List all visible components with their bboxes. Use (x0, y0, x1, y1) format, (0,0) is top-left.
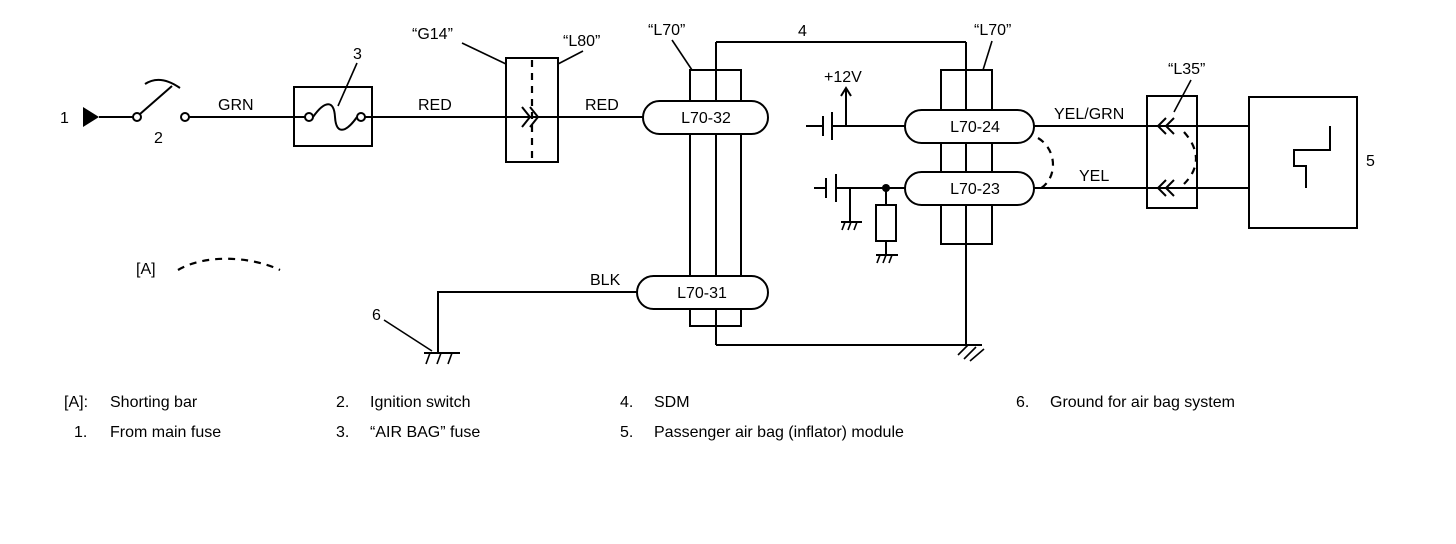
legend-key-6: 6. (1016, 394, 1029, 411)
pin-l70-24: L70-24 (950, 119, 1000, 136)
callout-1: 1 (60, 110, 69, 127)
ignition-switch-icon (132, 78, 190, 122)
connector-l35-label: “L35” (1168, 61, 1205, 78)
legend-key-3: 3. (336, 424, 349, 441)
pin-l70-23: L70-23 (950, 181, 1000, 198)
legend-text-a: Shorting bar (110, 394, 198, 411)
wire-label-red-1: RED (418, 97, 452, 114)
wire-label-red-2: RED (585, 97, 619, 114)
legend-text-4: SDM (654, 394, 690, 411)
connector-l70-right-label: “L70” (974, 22, 1011, 39)
connector-g14-label: “G14” (412, 26, 453, 43)
ground-icon (424, 352, 460, 365)
shorting-bar-key: [A] (136, 257, 281, 278)
wire-label-grn: GRN (218, 97, 254, 114)
main-feed: 1 2 GRN 3 RED RED (60, 46, 643, 147)
ground-icon (841, 221, 862, 231)
sdm-internal-circuit: +12V (806, 69, 905, 264)
legend-key-a: [A]: (64, 394, 88, 411)
callout-5: 5 (1366, 153, 1375, 170)
legend: [A]: Shorting bar 1. From main fuse 2. I… (64, 394, 1235, 441)
supply-label: +12V (824, 69, 862, 86)
callout-2: 2 (154, 130, 163, 147)
l70-right-connector: “L70” L70-24 L70-23 (904, 22, 1054, 345)
callout-6: 6 (372, 307, 381, 324)
pin-l70-31: L70-31 (677, 285, 727, 302)
passenger-air-bag-module: 5 (1248, 96, 1375, 229)
callout-4: 4 (798, 23, 807, 40)
legend-text-5: Passenger air bag (inflator) module (654, 424, 904, 441)
legend-key-2: 2. (336, 394, 349, 411)
wire-label-yel: YEL (1079, 168, 1109, 185)
legend-text-6: Ground for air bag system (1050, 394, 1235, 411)
l70-left-connector: “L70” L70-32 L70-31 (636, 22, 769, 345)
pin-l70-32: L70-32 (681, 110, 731, 127)
ground-icon (876, 254, 898, 264)
connector-l70-left-label: “L70” (648, 22, 685, 39)
ground-icon (952, 344, 985, 362)
connector-l80-label: “L80” (563, 33, 600, 50)
legend-text-1: From main fuse (110, 424, 221, 441)
legend-key-1: 1. (74, 424, 87, 441)
legend-key-4: 4. (620, 394, 633, 411)
shorting-bar-key-label: [A] (136, 261, 156, 278)
ground-wire: BLK 6 (372, 272, 637, 365)
callout-3: 3 (353, 46, 362, 63)
legend-text-3: “AIR BAG” fuse (370, 424, 480, 441)
wire-label-yel-grn: YEL/GRN (1054, 106, 1124, 123)
wire-label-blk: BLK (590, 272, 621, 289)
legend-text-2: Ignition switch (370, 394, 471, 411)
g14-l80-connector: “G14” “L80” (412, 26, 600, 163)
legend-key-5: 5. (620, 424, 633, 441)
air-bag-fuse-icon (293, 86, 373, 147)
l35-connector: “L35” (1146, 61, 1205, 209)
main-fuse-arrow-icon (83, 107, 99, 127)
